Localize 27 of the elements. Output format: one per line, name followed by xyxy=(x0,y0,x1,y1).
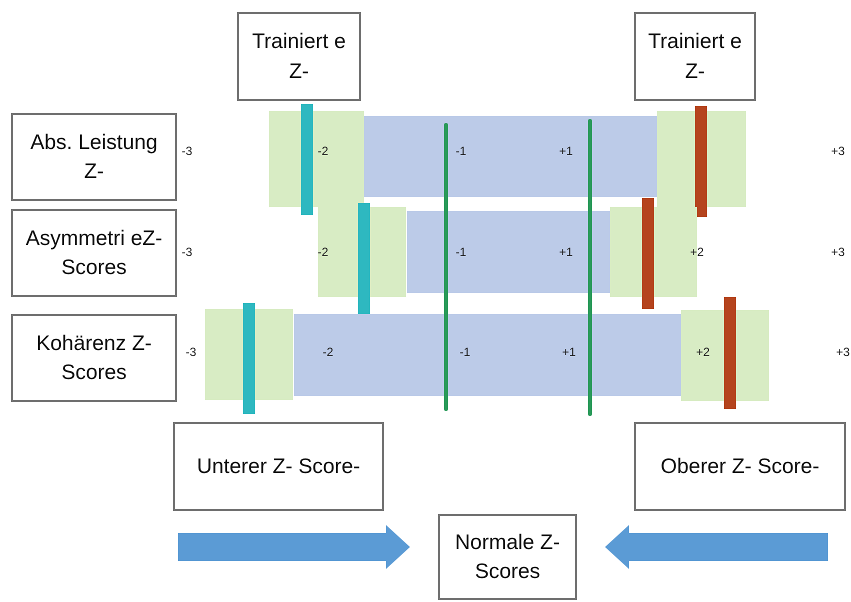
scale-value: -1 xyxy=(456,245,466,259)
label-box: Abs. Leistung Z- xyxy=(11,113,177,201)
scale-value: -3 xyxy=(182,144,192,158)
scale-value: -2 xyxy=(318,144,328,158)
scale-value: -3 xyxy=(182,245,192,259)
block-arrow xyxy=(178,525,410,569)
scale-value: -2 xyxy=(318,245,328,259)
label-box: Trainiert e Z- xyxy=(634,12,756,101)
scale-value: +2 xyxy=(696,345,710,359)
scale-value: +2 xyxy=(690,245,704,259)
scale-value: -1 xyxy=(456,144,466,158)
scale-value: -2 xyxy=(322,345,334,359)
scale-value: +1 xyxy=(559,144,573,158)
label-box: Oberer Z- Score- xyxy=(634,422,846,511)
label-box: Kohärenz Z-Scores xyxy=(11,314,177,402)
label-box: Trainiert e Z- xyxy=(237,12,361,101)
scale-value: -3 xyxy=(186,345,196,359)
scale-value: -1 xyxy=(460,345,470,359)
scale-value: +3 xyxy=(831,245,845,259)
scale-value: +1 xyxy=(562,345,576,359)
block-arrow xyxy=(605,525,828,569)
scale-value: +3 xyxy=(831,144,845,158)
label-box: Unterer Z- Score- xyxy=(173,422,384,511)
label-box: Asymmetri eZ-Scores xyxy=(11,209,177,297)
scale-value: +3 xyxy=(836,345,850,359)
label-box: Normale Z-Scores xyxy=(438,514,577,600)
scale-value: +1 xyxy=(559,245,573,259)
